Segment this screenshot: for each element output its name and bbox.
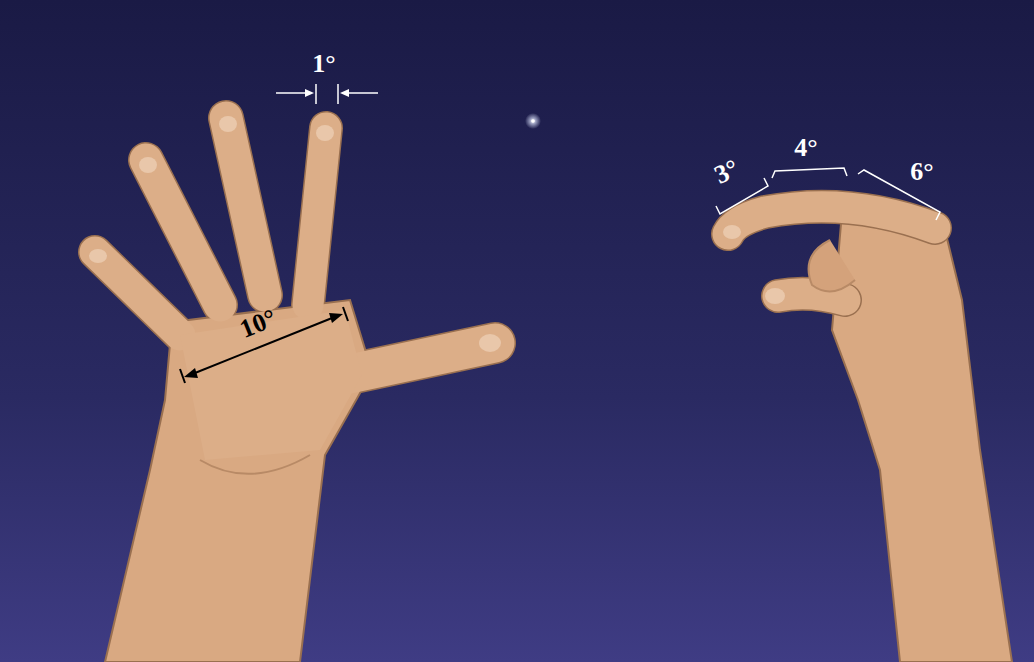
fingernails bbox=[89, 116, 501, 352]
index-outline bbox=[308, 128, 326, 305]
angle-label: 3° bbox=[711, 155, 743, 188]
ring-outline bbox=[146, 160, 220, 305]
thumb-right bbox=[778, 294, 845, 300]
one-degree-marker bbox=[276, 84, 378, 104]
left-palm bbox=[105, 300, 372, 662]
pinky-outline bbox=[95, 252, 180, 335]
nail bbox=[139, 157, 157, 173]
bracket-4 bbox=[772, 168, 847, 178]
middle-outline bbox=[226, 118, 265, 295]
arrowhead bbox=[184, 368, 198, 378]
nail bbox=[89, 249, 107, 263]
index-curl-outline bbox=[728, 207, 935, 234]
nail bbox=[219, 116, 237, 132]
nail bbox=[723, 225, 741, 239]
angle-label: 1° bbox=[312, 51, 335, 77]
middle-finger bbox=[226, 118, 265, 295]
ring-finger bbox=[146, 160, 220, 305]
wrist-crease bbox=[200, 455, 310, 474]
star-glow bbox=[525, 113, 541, 129]
bracket-marks bbox=[716, 168, 940, 220]
tick bbox=[337, 84, 339, 104]
nail bbox=[316, 125, 334, 141]
angle-label: 6° bbox=[910, 159, 933, 185]
angle-label: 4° bbox=[794, 135, 817, 161]
angle-label: 10° bbox=[236, 305, 279, 343]
tick bbox=[343, 307, 348, 321]
right-palm bbox=[832, 212, 1012, 662]
nail bbox=[479, 334, 501, 352]
star bbox=[531, 119, 535, 123]
index-curl bbox=[728, 207, 935, 234]
arrowhead bbox=[305, 89, 314, 97]
thumb bbox=[345, 343, 495, 375]
arrowhead bbox=[340, 89, 349, 97]
nail bbox=[765, 288, 785, 304]
arrow-shaft bbox=[346, 92, 378, 94]
curled-fingers bbox=[809, 240, 855, 291]
tick bbox=[180, 369, 185, 383]
index-finger bbox=[308, 128, 326, 305]
pinky bbox=[95, 252, 180, 335]
arrow-shaft bbox=[276, 92, 308, 94]
tick bbox=[315, 84, 317, 104]
arrowhead bbox=[329, 313, 343, 323]
thumb-outline-right bbox=[778, 294, 845, 300]
thumb-outline bbox=[345, 343, 495, 375]
